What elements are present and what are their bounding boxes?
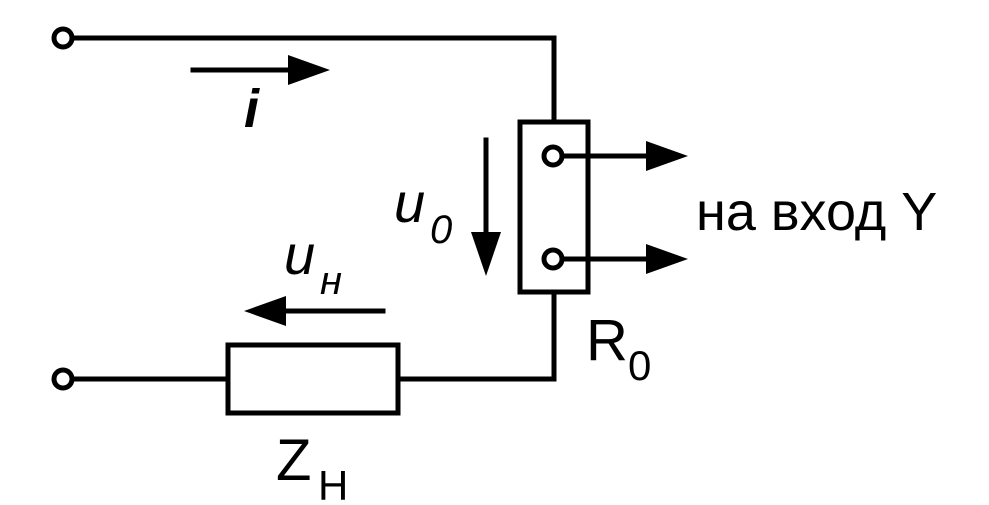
load-label: Z	[276, 428, 311, 493]
load-subscript: Н	[318, 462, 348, 505]
output-arrow-lower	[646, 244, 688, 274]
shunt-label: R	[586, 308, 628, 373]
current-arrow-head	[288, 55, 330, 85]
shunt-voltage-subscript: 0	[430, 208, 452, 252]
shunt-subscript: 0	[628, 342, 651, 389]
load-voltage-subscript: н	[320, 259, 342, 303]
load-impedance	[225, 342, 401, 416]
load-voltage-arrow-head	[244, 296, 286, 326]
current-label: i	[244, 79, 260, 139]
output-arrow-upper	[646, 141, 688, 171]
load-voltage-label: u	[284, 223, 315, 286]
input-terminal-top	[51, 26, 75, 50]
shunt-terminal-upper	[541, 144, 565, 168]
shunt-terminal-lower	[541, 247, 565, 271]
input-terminal-bottom	[51, 367, 75, 391]
shunt-voltage-label: u	[394, 171, 425, 234]
output-caption: на вход Y	[696, 182, 937, 242]
shunt-voltage-arrow-head	[471, 232, 501, 276]
